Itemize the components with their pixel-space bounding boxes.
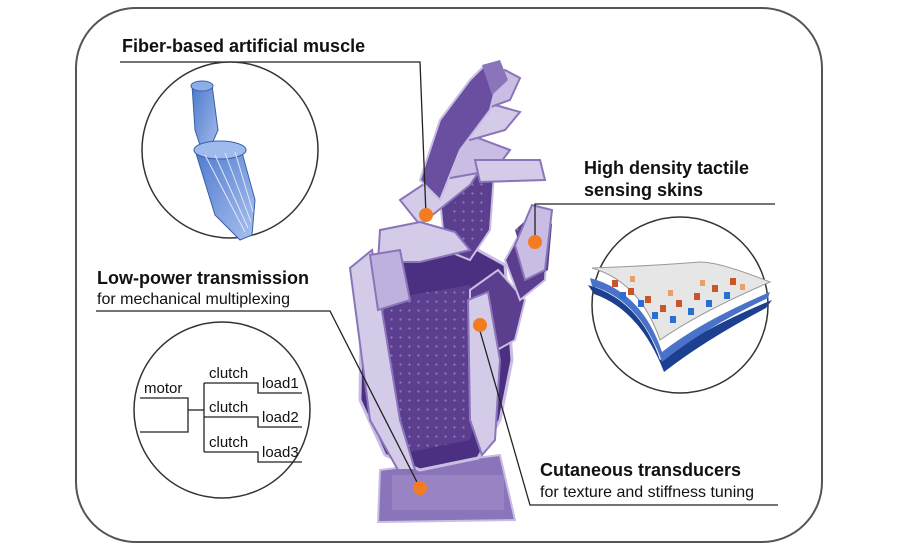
tactile-inset	[588, 216, 772, 394]
load-label-3: load3	[262, 444, 299, 461]
marker-muscle	[419, 208, 433, 222]
muscle-inset	[141, 61, 319, 241]
label-cutaneous-sub: for texture and stiffness tuning	[540, 484, 754, 501]
label-tactile-line1: High density tactile	[584, 158, 749, 178]
label-cutaneous-title: Cutaneous transducers	[540, 460, 741, 480]
marker-cutaneous	[473, 318, 487, 332]
tactile-skin-icon	[588, 261, 772, 372]
marker-tactile	[528, 235, 542, 249]
clutch-label-1: clutch	[209, 365, 248, 382]
clutch-label-3: clutch	[209, 434, 248, 451]
load-label-2: load2	[262, 409, 299, 426]
load-label-1: load1	[262, 375, 299, 392]
marker-transmission	[413, 481, 427, 495]
callout-line-tactile	[534, 203, 775, 242]
label-muscle: Fiber-based artificial muscle	[122, 36, 365, 56]
transmission-inset: motor clutch clutch clutch load1 load2 l…	[133, 321, 311, 499]
label-tactile-line2: sensing skins	[584, 180, 703, 200]
label-transmission-title: Low-power transmission	[97, 268, 309, 288]
motor-label: motor	[144, 380, 182, 397]
clutch-label-2: clutch	[209, 399, 248, 416]
callout-line-transmission	[96, 310, 421, 489]
callout-line-cutaneous	[477, 323, 778, 506]
clutch-schematic	[140, 382, 302, 463]
muscle-fiber-icon	[190, 80, 256, 241]
label-transmission-sub: for mechanical multiplexing	[97, 291, 290, 308]
